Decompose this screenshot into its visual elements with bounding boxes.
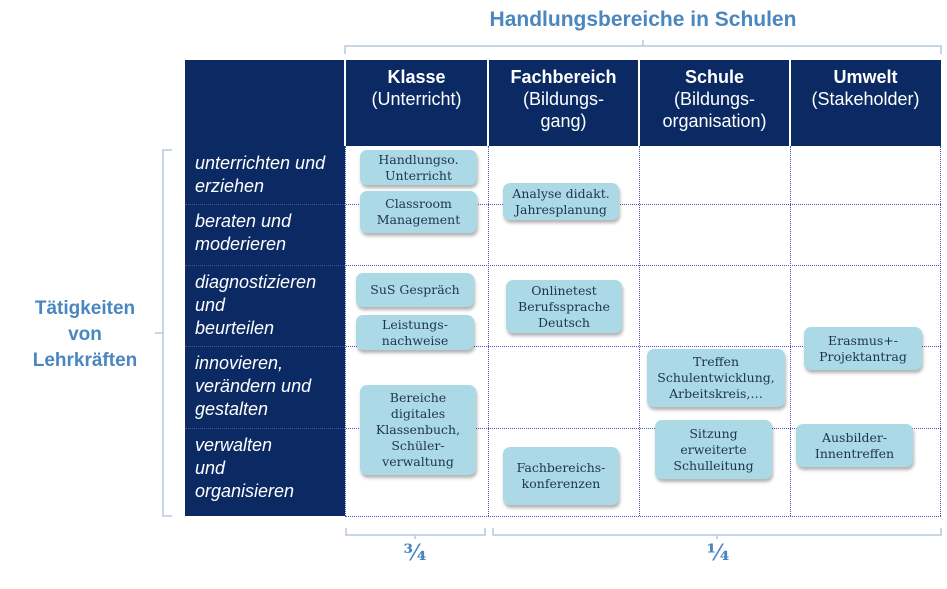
activity-box: Classroom Management bbox=[360, 191, 477, 233]
activity-box: Erasmus+- Projektantrag bbox=[804, 327, 922, 370]
fraction-right: ¼ bbox=[706, 540, 730, 566]
fraction-left: ¾ bbox=[403, 540, 427, 566]
activity-box: Fachbereichs- konferenzen bbox=[503, 447, 619, 505]
diagram-title: Handlungsbereiche in Schulen bbox=[489, 8, 797, 31]
column-header-klasse: Klasse(Unterricht) bbox=[371, 67, 462, 109]
column-header-umwelt: Umwelt(Stakeholder) bbox=[811, 67, 920, 109]
column-header-schule: Schule(Bildungs- organisation) bbox=[662, 67, 767, 131]
row-label-diagnostizieren: diagnostizieren und beurteilen bbox=[185, 265, 345, 346]
activity-box: Sitzung erweiterte Schulleitung bbox=[655, 420, 772, 479]
bottom-braces bbox=[345, 528, 942, 539]
activity-box: SuS Gespräch bbox=[356, 273, 474, 307]
row-label-unterrichten: unterrichten und erziehen bbox=[185, 146, 345, 204]
activity-box: Analyse didakt. Jahresplanung bbox=[503, 183, 619, 220]
row-label-verwalten: verwalten und organisieren bbox=[185, 428, 345, 516]
side-label: Tätigkeiten von Lehrkräften bbox=[32, 298, 138, 371]
activity-box: Handlungso. Unterricht bbox=[360, 150, 477, 185]
header-row bbox=[185, 60, 941, 146]
column-header-fachbereich: Fachbereich(Bildungs- gang) bbox=[510, 67, 617, 131]
activity-box: Ausbilder- Innentreffen bbox=[796, 424, 913, 467]
activity-box: Leistungs- nachweise bbox=[356, 315, 474, 350]
row-label-beraten: beraten und moderieren bbox=[185, 204, 345, 265]
row-label-innovieren: innovieren, verändern und gestalten bbox=[185, 346, 345, 428]
activity-box: Bereiche digitales Klassenbuch, Schüler-… bbox=[360, 385, 476, 475]
left-brace bbox=[155, 149, 172, 517]
top-brace bbox=[344, 40, 942, 54]
activity-box: Treffen Schulentwicklung, Arbeitskreis,… bbox=[647, 349, 785, 407]
activity-box: Onlinetest Berufssprache Deutsch bbox=[506, 280, 622, 333]
